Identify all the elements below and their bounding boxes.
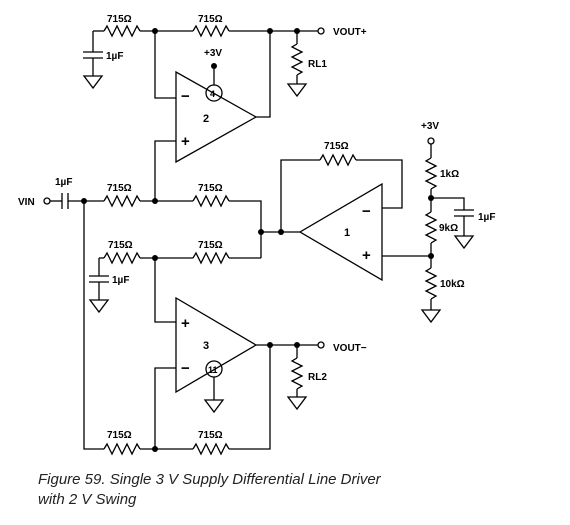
caption-line-1: Figure 59. Single 3 V Supply Differentia… <box>38 471 381 488</box>
amp1-inverting-sign: − <box>362 203 371 220</box>
label-cap-mid: 1µF <box>112 275 129 286</box>
label-rl2: RL2 <box>308 372 327 383</box>
label-r-bottom-left: 715Ω <box>107 430 132 441</box>
label-cap-top: 1µF <box>106 51 123 62</box>
amp2-pin4: 4 <box>210 89 215 99</box>
divider-network <box>420 137 475 324</box>
label-r-bottom-right: 715Ω <box>198 430 223 441</box>
amp1-noninverting-sign: + <box>362 247 371 264</box>
label-r-10k: 10kΩ <box>440 279 465 290</box>
top-network <box>82 24 325 118</box>
figure-caption: Figure 59. Single 3 V Supply Differentia… <box>38 470 558 510</box>
label-supply-divider: +3V <box>421 121 439 132</box>
amp3-inverting-sign: − <box>181 360 190 377</box>
amp3-number: 3 <box>203 340 209 352</box>
schematic-labels: 715Ω 715Ω 1µF +3V VOUT+ RL1 +3V 715Ω 1kΩ… <box>18 14 495 441</box>
circuit-schematic: − + 2 4 + − 3 11 − + 1 <box>18 14 495 456</box>
label-r-feedback: 715Ω <box>324 141 349 152</box>
label-cap-divider: 1µF <box>478 212 495 223</box>
label-r-mid-left: 715Ω <box>108 240 133 251</box>
amplifier-3: + − 3 11 <box>175 296 258 394</box>
label-rl1: RL1 <box>308 59 327 70</box>
label-r-mid-right: 715Ω <box>198 240 223 251</box>
label-supply-amp2: +3V <box>204 48 222 59</box>
label-cap-input: 1µF <box>55 177 72 188</box>
caption-line-2: with 2 V Swing <box>38 491 137 508</box>
label-r-top-right: 715Ω <box>198 14 223 25</box>
amp2-inverting-sign: − <box>181 88 190 105</box>
label-r-1k: 1kΩ <box>440 169 459 180</box>
bottom-network <box>83 201 325 456</box>
label-r-9k: 9kΩ <box>439 223 458 234</box>
label-vin: VIN <box>18 197 35 208</box>
label-r-top-left: 715Ω <box>107 14 132 25</box>
amp2-noninverting-sign: + <box>181 133 190 150</box>
amplifier-1: − + 1 <box>298 182 383 282</box>
label-r-mid-top: 715Ω <box>198 183 223 194</box>
amp2-number: 2 <box>203 113 209 125</box>
middle-network <box>43 140 434 323</box>
amp1-number: 1 <box>344 227 350 239</box>
amplifier-2: − + 2 4 <box>175 70 258 164</box>
label-vout-neg: VOUT− <box>333 343 367 354</box>
amp3-noninverting-sign: + <box>181 315 190 332</box>
amp3-pin11: 11 <box>208 365 218 375</box>
label-r-input: 715Ω <box>107 183 132 194</box>
label-vout-pos: VOUT+ <box>333 27 367 38</box>
